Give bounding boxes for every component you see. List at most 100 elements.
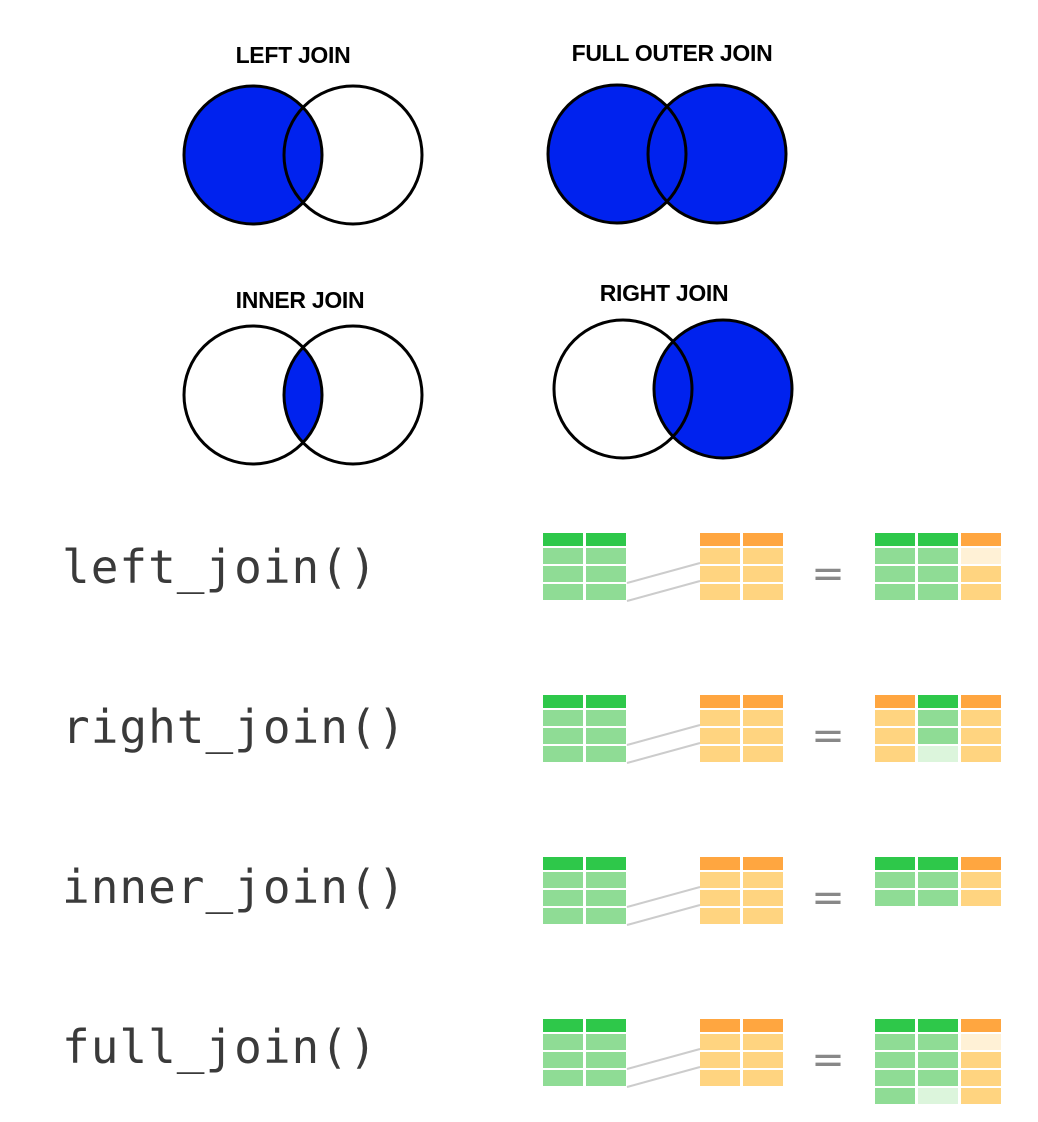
- table-cell: [918, 1052, 958, 1068]
- right-input-table: [700, 695, 783, 762]
- table-cell: [743, 857, 783, 870]
- table-cell: [875, 1088, 915, 1104]
- table-cell: [961, 710, 1001, 726]
- venn-title-inner-join: INNER JOIN: [235, 287, 365, 313]
- table-cell: [700, 548, 740, 564]
- function-label-full-join: full_join(): [62, 1020, 378, 1074]
- table-cell: [543, 1019, 583, 1032]
- table-cell: [700, 566, 740, 582]
- venn-right-circle: [648, 85, 786, 223]
- table-cell: [743, 1034, 783, 1050]
- table-cell: [543, 710, 583, 726]
- table-cell: [875, 566, 915, 582]
- table-cell: [743, 695, 783, 708]
- table-cell: [586, 710, 626, 726]
- table-cell: [918, 857, 958, 870]
- connector-line: [626, 1066, 701, 1088]
- join-illustration-full: =: [543, 1019, 1001, 1104]
- venn-title-left-join: LEFT JOIN: [235, 42, 351, 68]
- table-cell: [743, 1019, 783, 1032]
- table-cell: [743, 908, 783, 924]
- table-cell: [586, 1052, 626, 1068]
- result-table: [875, 533, 1001, 600]
- table-cell: [961, 857, 1001, 870]
- table-cell: [700, 533, 740, 546]
- venn-right-circle: [654, 320, 792, 458]
- connector-line: [626, 562, 701, 584]
- table-cell: [961, 746, 1001, 762]
- table-cell: [586, 872, 626, 888]
- table-cell: [918, 746, 958, 762]
- connector-line: [626, 1048, 701, 1070]
- table-cell: [918, 1070, 958, 1086]
- equals-sign: =: [811, 875, 845, 921]
- table-cell: [918, 1034, 958, 1050]
- table-cell: [700, 1070, 740, 1086]
- table-cell: [918, 1088, 958, 1104]
- table-cell: [961, 1088, 1001, 1104]
- connector-line: [626, 580, 701, 602]
- table-cell: [543, 890, 583, 906]
- table-cell: [543, 728, 583, 744]
- table-cell: [961, 890, 1001, 906]
- table-cell: [586, 728, 626, 744]
- table-cell: [543, 566, 583, 582]
- right-input-table: [700, 1019, 783, 1086]
- function-label-left-join: left_join(): [62, 540, 378, 594]
- function-label-inner-join: inner_join(): [62, 860, 407, 914]
- table-cell: [961, 1019, 1001, 1032]
- table-cell: [961, 1070, 1001, 1086]
- table-cell: [875, 548, 915, 564]
- table-cell: [543, 908, 583, 924]
- table-cell: [961, 548, 1001, 564]
- table-cell: [918, 728, 958, 744]
- table-cell: [586, 584, 626, 600]
- table-cell: [743, 890, 783, 906]
- table-cell: [743, 566, 783, 582]
- venn-right-join: [552, 318, 794, 460]
- table-cell: [543, 533, 583, 546]
- table-cell: [875, 1019, 915, 1032]
- table-cell: [543, 1070, 583, 1086]
- table-cell: [700, 857, 740, 870]
- table-cell: [586, 746, 626, 762]
- table-cell: [586, 548, 626, 564]
- table-cell: [961, 1052, 1001, 1068]
- table-cell: [543, 872, 583, 888]
- table-cell: [700, 1019, 740, 1032]
- table-cell: [543, 548, 583, 564]
- table-cell: [543, 584, 583, 600]
- equals-sign: =: [811, 713, 845, 759]
- table-cell: [700, 695, 740, 708]
- table-cell: [743, 746, 783, 762]
- table-cell: [743, 710, 783, 726]
- venn-full-outer-join: [546, 83, 788, 225]
- left-input-table: [543, 533, 626, 600]
- function-label-right-join: right_join(): [62, 700, 407, 754]
- join-illustration-left: =: [543, 533, 1001, 602]
- result-table: [875, 1019, 1001, 1104]
- table-cell: [700, 1034, 740, 1050]
- table-cell: [543, 746, 583, 762]
- table-cell: [586, 695, 626, 708]
- table-cell: [875, 584, 915, 600]
- table-cell: [918, 584, 958, 600]
- table-cell: [743, 728, 783, 744]
- table-cell: [700, 746, 740, 762]
- join-illustration-inner: =: [543, 857, 1001, 926]
- result-table: [875, 857, 1001, 906]
- table-cell: [918, 695, 958, 708]
- table-cell: [918, 548, 958, 564]
- table-cell: [918, 872, 958, 888]
- table-cell: [543, 1034, 583, 1050]
- table-cell: [700, 908, 740, 924]
- table-cell: [875, 728, 915, 744]
- table-cell: [961, 566, 1001, 582]
- table-cell: [700, 584, 740, 600]
- table-cell: [918, 1019, 958, 1032]
- venn-inner-join: [182, 324, 424, 466]
- table-cell: [586, 857, 626, 870]
- table-cell: [918, 890, 958, 906]
- table-cell: [586, 1019, 626, 1032]
